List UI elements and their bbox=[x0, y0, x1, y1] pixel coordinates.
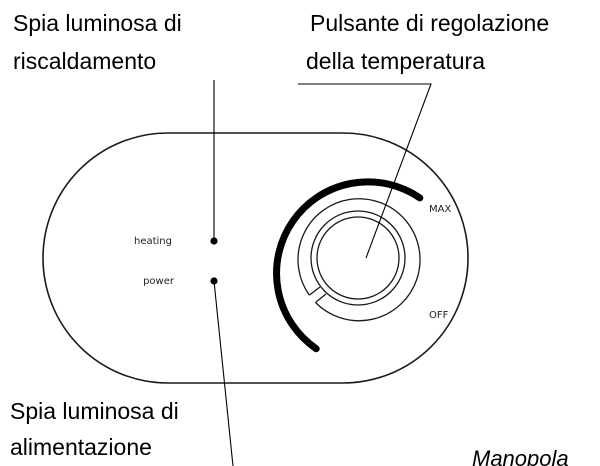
knob-outer-ring bbox=[297, 198, 421, 322]
power-leader-line bbox=[213, 280, 234, 466]
knob-inner-ring bbox=[316, 216, 400, 300]
knob-notch-line-a bbox=[315, 293, 327, 304]
off-label: OFF bbox=[429, 310, 449, 321]
power-light-callout-line2: alimentazione bbox=[10, 434, 152, 460]
temperature-button-callout-line2: della temperatura bbox=[306, 48, 485, 74]
power-light-callout-line1: Spia luminosa di bbox=[10, 398, 179, 424]
temperature-knob[interactable] bbox=[310, 210, 406, 306]
heating-label: heating bbox=[134, 236, 172, 247]
temperature-leader-line bbox=[298, 83, 432, 259]
max-label: MAX bbox=[429, 204, 451, 215]
knob-caption: Manopola bbox=[472, 446, 569, 466]
temperature-button-callout-line1: Pulsante di regolazione bbox=[310, 10, 549, 36]
power-label: power bbox=[143, 276, 175, 287]
temperature-range-arc bbox=[273, 178, 424, 353]
heating-light-callout-line1: Spia luminosa di bbox=[13, 10, 182, 36]
knob-notch-line-b bbox=[308, 286, 321, 296]
heating-light-callout-line2: riscaldamento bbox=[13, 48, 156, 74]
